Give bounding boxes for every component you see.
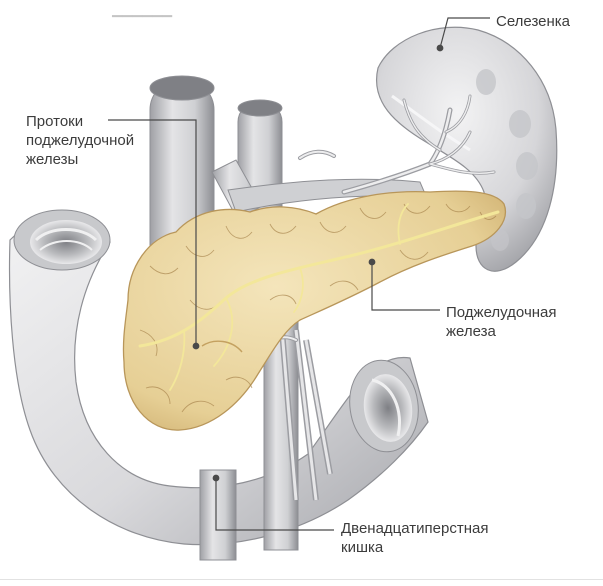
label-ducts-line-3: железы bbox=[26, 150, 134, 169]
label-duodenum-line-2: кишка bbox=[341, 538, 488, 557]
label-spleen-line: Селезенка bbox=[496, 12, 570, 31]
label-pancreas-line-1: Поджелудочная bbox=[446, 303, 557, 322]
label-duodenum: Двенадцатиперстная кишка bbox=[341, 519, 488, 557]
label-duodenum-line-1: Двенадцатиперстная bbox=[341, 519, 488, 538]
bottom-divider bbox=[0, 579, 603, 580]
label-spleen: Селезенка bbox=[496, 12, 570, 31]
label-pancreatic-ducts: Протоки поджелудочной железы bbox=[26, 112, 134, 169]
label-ducts-line-1: Протоки bbox=[26, 112, 134, 131]
label-ducts-line-2: поджелудочной bbox=[26, 131, 134, 150]
label-pancreas-line-2: железа bbox=[446, 322, 557, 341]
label-pancreas: Поджелудочная железа bbox=[446, 303, 557, 341]
